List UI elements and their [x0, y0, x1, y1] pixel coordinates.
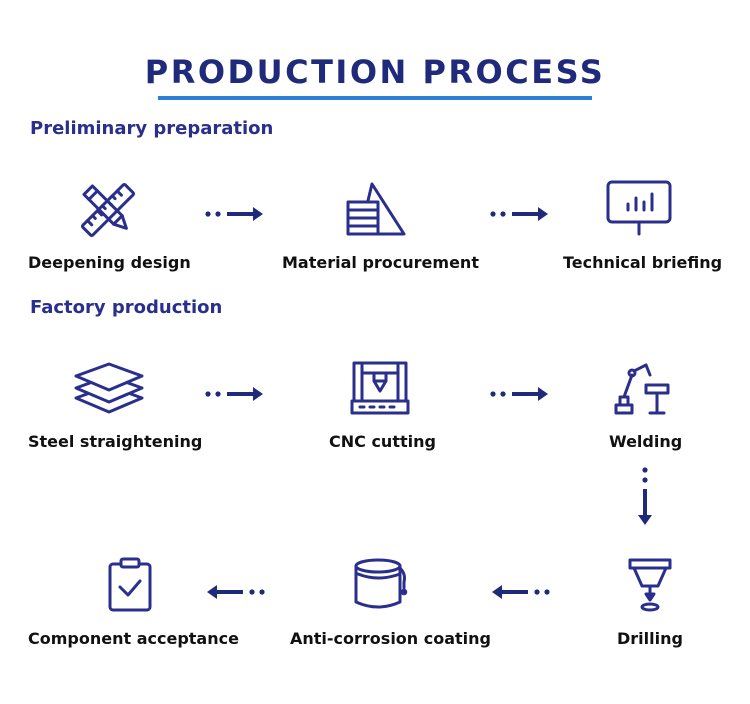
presentation-board-icon	[606, 180, 672, 238]
title-underline	[158, 96, 592, 100]
step-steel-straightening: Steel straightening	[28, 432, 203, 451]
cnc-machine-icon	[350, 359, 410, 417]
step-component-acceptance: Component acceptance	[28, 629, 239, 648]
arrow-down-icon	[638, 467, 652, 531]
step-drilling: Drilling	[617, 629, 683, 648]
paint-bucket-icon	[350, 556, 410, 612]
step-welding: Welding	[609, 432, 683, 451]
step-material-procurement: Material procurement	[282, 253, 479, 272]
step-technical-briefing: Technical briefing	[563, 253, 723, 272]
section-preliminary-preparation: Preliminary preparation	[30, 118, 274, 139]
arrow-right-icon	[490, 206, 550, 225]
material-stack-icon	[346, 180, 408, 238]
step-cnc-cutting: CNC cutting	[329, 432, 436, 451]
step-anti-corrosion-coating: Anti-corrosion coating	[290, 629, 492, 648]
arrow-right-icon	[205, 206, 265, 225]
page-title: PRODUCTION PROCESS	[144, 53, 606, 91]
drill-icon	[626, 556, 674, 612]
arrow-right-icon	[490, 386, 550, 405]
arrow-left-icon	[490, 584, 550, 603]
section-factory-production: Factory production	[30, 297, 223, 318]
clipboard-check-icon	[106, 556, 154, 614]
stacked-plates-icon	[72, 360, 146, 416]
welding-robot-icon	[612, 359, 672, 417]
ruler-pencil-icon	[80, 182, 136, 238]
arrow-left-icon	[205, 584, 265, 603]
step-deepening-design: Deepening design	[28, 253, 191, 272]
arrow-right-icon	[205, 386, 265, 405]
